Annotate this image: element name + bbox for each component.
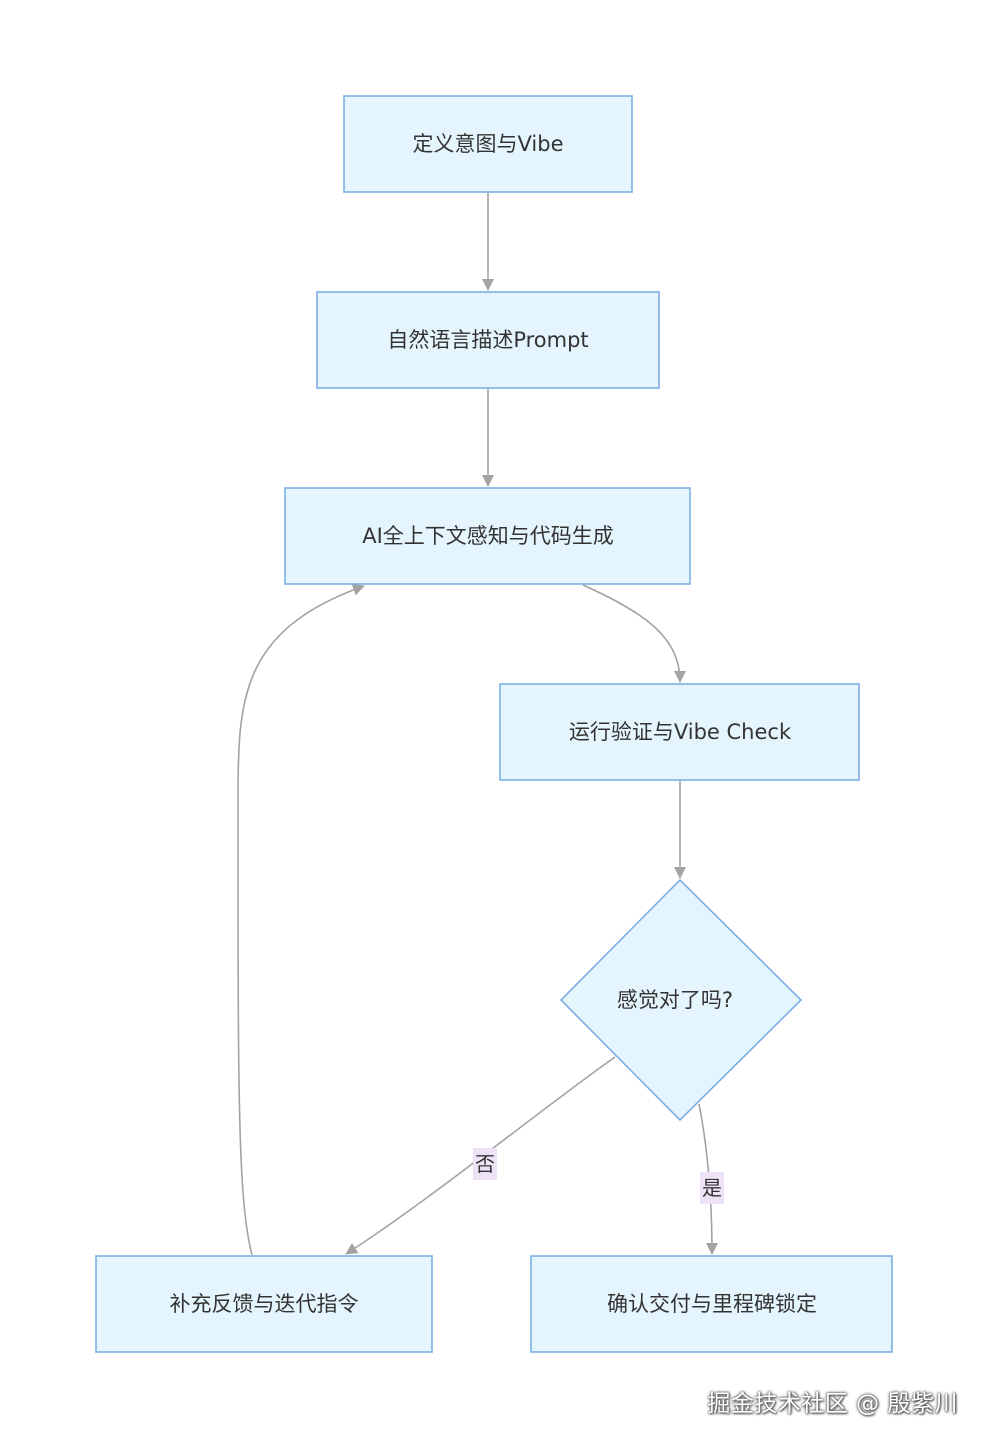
- watermark: 掘金技术社区 @ 殷紫川: [707, 1391, 958, 1417]
- node-decision[interactable]: 感觉对了吗?: [559, 878, 803, 1122]
- edge-label-no-bg: [473, 1148, 497, 1180]
- node-deliver[interactable]: 确认交付与里程碑锁定: [530, 1255, 893, 1353]
- node-ai-generation-label: AI全上下文感知与代码生成: [362, 524, 614, 548]
- node-define-intent-label: 定义意图与Vibe: [413, 132, 564, 156]
- node-decision-label: 感觉对了吗?: [617, 988, 733, 1012]
- node-define-intent[interactable]: 定义意图与Vibe: [343, 95, 633, 193]
- node-run-verify-label: 运行验证与Vibe Check: [569, 720, 792, 744]
- edge-label-yes: 是: [702, 1176, 722, 1200]
- node-deliver-label: 确认交付与里程碑锁定: [607, 1292, 817, 1316]
- edge-feedback-to-ai: [237, 584, 365, 1256]
- node-ai-generation[interactable]: AI全上下文感知与代码生成: [284, 487, 691, 585]
- node-natural-prompt-label: 自然语言描述Prompt: [387, 328, 588, 352]
- edge-label-no: 否: [475, 1152, 495, 1176]
- node-run-verify[interactable]: 运行验证与Vibe Check: [499, 683, 860, 781]
- node-feedback-label: 补充反馈与迭代指令: [170, 1292, 359, 1316]
- edge-ai-to-verify: [582, 584, 686, 683]
- edge-label-yes-bg: [700, 1172, 724, 1204]
- node-natural-prompt[interactable]: 自然语言描述Prompt: [316, 291, 660, 389]
- node-feedback[interactable]: 补充反馈与迭代指令: [95, 1255, 433, 1353]
